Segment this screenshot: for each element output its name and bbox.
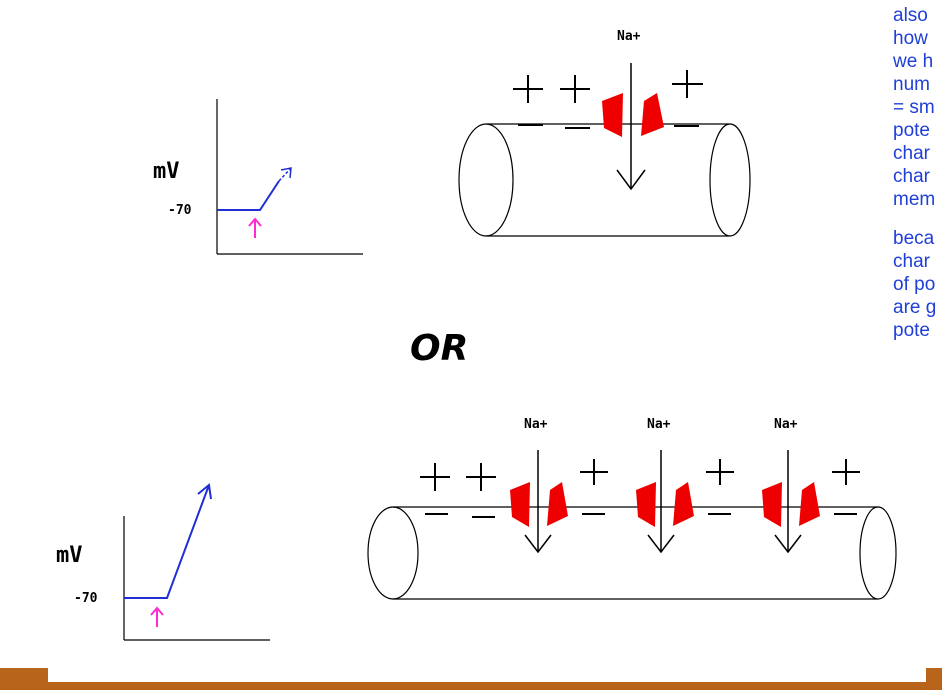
top-axon-right-end bbox=[709, 123, 751, 237]
side-text-line: are g bbox=[893, 297, 937, 318]
top-graph-trace-arrowhead bbox=[280, 167, 292, 179]
top-graph-trace bbox=[217, 180, 280, 211]
bottom-axon-right-end bbox=[859, 506, 897, 600]
bottom-na-label-2: Na+ bbox=[647, 417, 671, 432]
top-graph-tick-label: -70 bbox=[168, 203, 192, 218]
side-text-line: = sm bbox=[893, 97, 935, 118]
bottom-graph-tick-label: -70 bbox=[74, 591, 98, 606]
side-text-line: mem bbox=[893, 189, 936, 210]
side-text-line: pote bbox=[893, 320, 930, 341]
or-label: OR bbox=[410, 328, 468, 369]
side-text-line: of po bbox=[893, 274, 936, 295]
top-graph-ylabel: mV bbox=[153, 159, 180, 184]
side-text-line: char bbox=[893, 166, 930, 187]
na-influx-arrowhead bbox=[774, 534, 802, 554]
bottom-channel-3-right bbox=[799, 482, 820, 526]
bottom-graph-trace bbox=[124, 484, 210, 599]
side-explanation-text: also how we h num = sm pote char char me… bbox=[893, 4, 942, 342]
bottom-graph-stimulus-arrowhead bbox=[150, 606, 164, 616]
bottom-graph-ylabel: mV bbox=[56, 543, 83, 568]
top-channel-left bbox=[602, 93, 623, 137]
bottom-na-label-1: Na+ bbox=[524, 417, 548, 432]
bottom-channel-1-left bbox=[510, 482, 530, 527]
bottom-axon-charges bbox=[420, 459, 860, 518]
top-graph-stimulus-arrowhead bbox=[248, 217, 262, 227]
top-na-influx-arrowhead bbox=[616, 169, 646, 191]
top-axon-left-end bbox=[458, 123, 514, 237]
na-influx-arrowhead bbox=[647, 534, 675, 554]
footer-bar bbox=[0, 682, 942, 690]
bottom-channel-3-left bbox=[762, 482, 782, 527]
side-text-line: also bbox=[893, 5, 928, 26]
side-text-line: we h bbox=[893, 51, 934, 72]
side-text-line: how bbox=[893, 28, 928, 49]
top-voltage-graph: mV -70 bbox=[153, 99, 363, 255]
top-axon-charges bbox=[513, 70, 703, 129]
bottom-axon-left-end bbox=[367, 506, 419, 600]
footer-accent-right bbox=[926, 668, 942, 682]
top-channel-right bbox=[641, 93, 664, 136]
side-text-line: num bbox=[893, 74, 930, 95]
top-na-label: Na+ bbox=[617, 29, 641, 44]
top-graph-trace-dashed bbox=[278, 167, 292, 182]
bottom-voltage-graph: mV -70 bbox=[56, 483, 270, 641]
side-text-line: beca bbox=[893, 228, 935, 249]
side-text-line: char bbox=[893, 143, 930, 164]
bottom-na-influx-arrows bbox=[524, 450, 802, 554]
paragraph-gap bbox=[893, 211, 942, 227]
footer-accent-left bbox=[0, 668, 48, 682]
bottom-graph-trace-arrowhead bbox=[197, 483, 212, 500]
bottom-channel-1-right bbox=[547, 482, 568, 526]
bottom-na-label-3: Na+ bbox=[774, 417, 798, 432]
na-influx-arrowhead bbox=[524, 534, 552, 554]
side-text-line: pote bbox=[893, 120, 930, 141]
bottom-axon: Na+ Na+ Na+ bbox=[367, 417, 897, 600]
side-text-line: char bbox=[893, 251, 930, 272]
bottom-channel-2-right bbox=[673, 482, 694, 526]
bottom-channel-2-left bbox=[636, 482, 656, 527]
top-axon: Na+ bbox=[458, 29, 751, 237]
